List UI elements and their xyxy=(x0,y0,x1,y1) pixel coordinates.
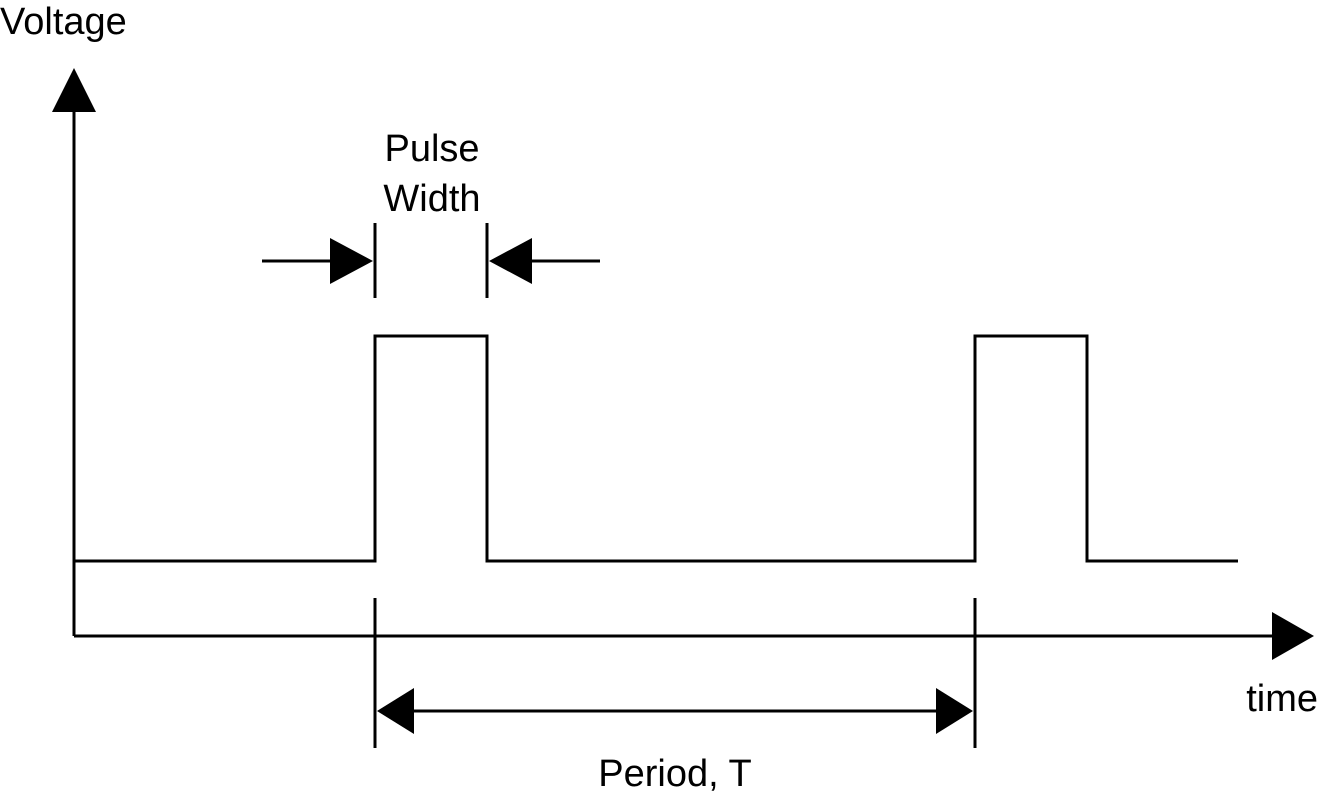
pulse-waveform xyxy=(74,334,1238,563)
pulse-width-label-line1: Pulse xyxy=(384,128,479,170)
x-axis xyxy=(74,612,1314,660)
period-left-arrowhead-icon xyxy=(377,688,414,734)
pulse-width-annotation: Pulse Width xyxy=(262,128,600,298)
period-label: Period, T xyxy=(598,753,751,792)
period-annotation: Period, T xyxy=(373,598,977,792)
pulse-width-right-arrowhead-icon xyxy=(489,238,532,284)
y-axis xyxy=(52,68,96,636)
period-right-arrowhead-icon xyxy=(936,688,973,734)
pulse-width-label-line2: Width xyxy=(383,178,480,220)
y-axis-arrowhead-icon xyxy=(52,68,96,112)
x-axis-label: time xyxy=(1246,678,1318,720)
x-axis-arrowhead-icon xyxy=(1272,612,1314,660)
pulse-width-left-arrowhead-icon xyxy=(330,238,373,284)
y-axis-label: Voltage xyxy=(0,1,127,43)
